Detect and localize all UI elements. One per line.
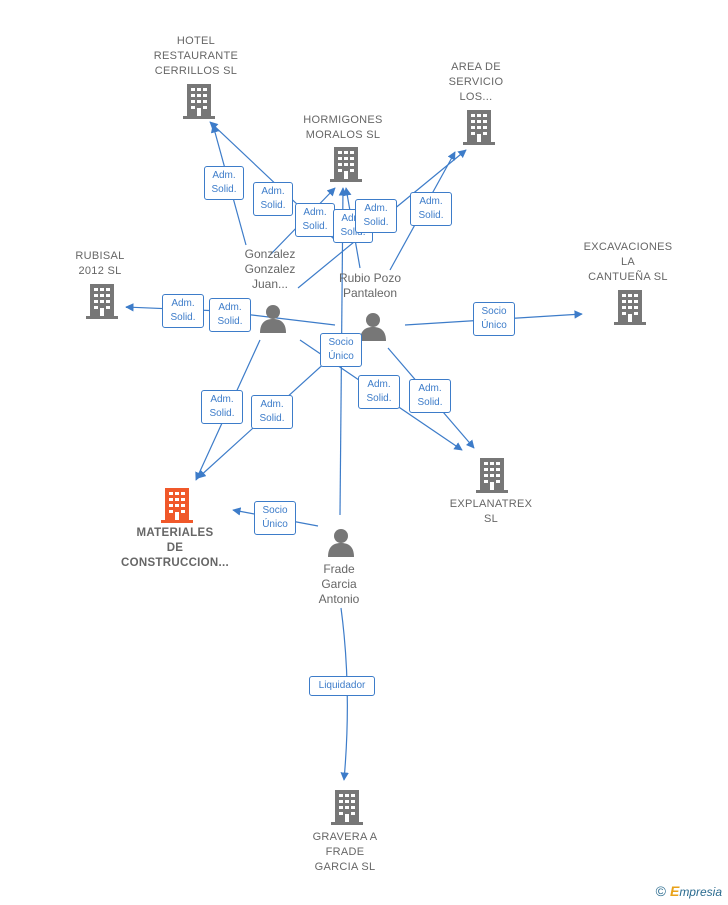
hotel-building-icon: [183, 84, 215, 125]
area-building-icon: [463, 110, 495, 151]
area-label[interactable]: AREA DE SERVICIO LOS...: [448, 61, 504, 103]
brand-e: E: [669, 883, 680, 899]
rel-liquidador-frade-gravera: Liquidador: [309, 676, 375, 696]
rubio-label[interactable]: Rubio Pozo Pantaleon: [338, 271, 402, 300]
explanatrex-label[interactable]: EXPLANATREX SL: [449, 498, 533, 525]
rel-adm-rubio-explanatrex: Adm. Solid.: [409, 379, 451, 413]
rel-adm-rubio-hotel: Adm. Solid.: [253, 182, 293, 216]
rel-socio-frade-materiales: Socio Único: [254, 501, 296, 535]
hormigones-label[interactable]: HORMIGONES MORALOS SL: [303, 114, 383, 141]
excavaciones-label[interactable]: EXCAVACIONES LA CANTUEÑA SL: [583, 241, 673, 283]
rel-socio-frade-hormigones: Socio Único: [320, 333, 362, 367]
rubio-person-icon: [358, 311, 388, 346]
rel-adm-gonzalez-area: Adm. Solid.: [355, 199, 397, 233]
gonzalez-person-icon: [258, 303, 288, 338]
rubisal-building-icon: [86, 284, 118, 325]
rel-adm-rubio-materiales: Adm. Solid.: [251, 395, 293, 429]
excavaciones-building-icon: [614, 290, 646, 331]
materiales-label[interactable]: MATERIALES DE CONSTRUCCION...: [121, 527, 229, 569]
brand-rest: mpresia: [679, 885, 722, 899]
gonzalez-label[interactable]: Gonzalez Gonzalez Juan...: [244, 247, 296, 291]
frade-person-icon: [326, 527, 356, 562]
rel-adm-gonzalez-explanatrex: Adm. Solid.: [358, 375, 400, 409]
rel-adm-rubio-area: Adm. Solid.: [410, 192, 452, 226]
hotel-label[interactable]: HOTEL RESTAURANTE CERRILLOS SL: [153, 35, 239, 77]
empresia-brand[interactable]: ©Empresia: [656, 883, 722, 899]
rel-socio-rubio-excavaciones: Socio Único: [473, 302, 515, 336]
rel-adm-gonzalez-materiales: Adm. Solid.: [201, 390, 243, 424]
materiales-building-icon: [161, 488, 193, 529]
explanatrex-building-icon: [476, 458, 508, 499]
copyright-icon: ©: [655, 883, 666, 899]
frade-label[interactable]: Frade Garcia Antonio: [318, 562, 360, 606]
hormigones-building-icon: [330, 147, 362, 188]
rel-adm-gonzalez-hormigones: Adm. Solid.: [295, 203, 335, 237]
rel-adm-gonzalez-rubisal: Adm. Solid.: [162, 294, 204, 328]
rel-adm-gonzalez-hotel: Adm. Solid.: [204, 166, 244, 200]
rubisal-label[interactable]: RUBISAL 2012 SL: [75, 250, 125, 277]
gravera-label[interactable]: GRAVERA A FRADE GARCIA SL: [312, 831, 378, 873]
gravera-building-icon: [331, 790, 363, 831]
rel-adm-rubio-rubisal: Adm. Solid.: [209, 298, 251, 332]
